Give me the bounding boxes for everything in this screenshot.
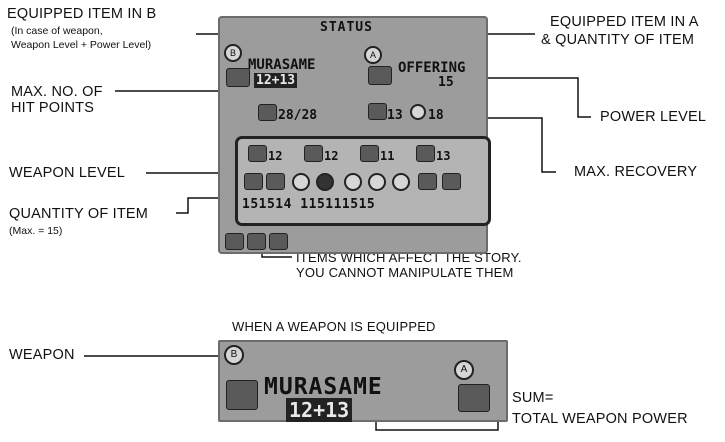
item-icon — [392, 173, 410, 191]
weapon-level-2: 12 — [324, 149, 339, 163]
b-badge: B — [224, 345, 244, 365]
label-story-2: YOU CANNOT MANIPULATE THEM — [296, 265, 514, 280]
sword-icon — [360, 145, 379, 162]
line-power — [486, 77, 591, 118]
label-max-hp-2: HIT POINTS — [11, 100, 95, 116]
label-power-level: POWER LEVEL — [600, 109, 707, 125]
sword-icon — [416, 145, 435, 162]
label-quantity-max: (Max. = 15) — [9, 225, 63, 237]
sword-icon — [226, 68, 250, 87]
item-icon — [442, 173, 461, 190]
story-item-icon — [225, 233, 244, 250]
label-sum: SUM= — [512, 390, 554, 406]
power-value: 13 — [387, 108, 403, 123]
a-badge: A — [364, 46, 382, 64]
inventory-grid: 12 12 11 13 151514 115111515 — [235, 136, 491, 226]
label-max-hp-1: MAX. NO. OF — [11, 84, 103, 100]
item-icon — [344, 173, 362, 191]
label-quantity: QUANTITY OF ITEM — [9, 206, 149, 222]
label-weapon-level: WEAPON LEVEL — [9, 165, 126, 181]
power-icon — [368, 103, 387, 120]
recovery-icon — [410, 104, 426, 120]
label-weapon: WEAPON — [9, 347, 75, 363]
label-equipped-b: EQUIPPED ITEM IN B — [7, 6, 157, 22]
item-icon — [316, 173, 334, 191]
label-equipped-a-2: & QUANTITY OF ITEM — [541, 32, 695, 48]
item-pot-icon — [368, 66, 392, 85]
a-badge: A — [454, 360, 474, 380]
sword-icon — [304, 145, 323, 162]
a-item-name: OFFERING — [398, 60, 466, 76]
item-icon — [368, 173, 386, 191]
label-equipped-b-note-1: (In case of weapon, — [11, 25, 103, 37]
weapon-level-4: 13 — [436, 149, 451, 163]
heart-icon — [258, 104, 277, 121]
label-when-equipped: WHEN A WEAPON IS EQUIPPED — [232, 319, 436, 334]
item-icon — [292, 173, 310, 191]
recovery-value: 18 — [428, 108, 444, 123]
equipped-weapon-screen: B MURASAME 12+13 A — [218, 340, 508, 422]
a-item-quantity: 15 — [438, 75, 454, 90]
item-quantities: 151514 115111515 — [242, 197, 376, 212]
weapon-name-large: MURASAME — [264, 374, 383, 400]
label-total-weapon-power: TOTAL WEAPON POWER — [512, 411, 688, 427]
b-badge: B — [224, 44, 242, 62]
weapon-name: MURASAME — [248, 57, 316, 73]
weapon-level-1: 12 — [268, 149, 283, 163]
sword-icon — [226, 380, 258, 410]
label-max-recovery: MAX. RECOVERY — [574, 164, 698, 180]
weapon-stats-large: 12+13 — [286, 398, 353, 422]
weapon-level-3: 11 — [380, 149, 395, 163]
item-pot-icon — [244, 173, 263, 190]
weapon-stats: 12+13 — [254, 73, 298, 88]
story-item-icon — [247, 233, 266, 250]
status-title: STATUS — [320, 20, 373, 35]
item-pot-icon — [458, 384, 490, 412]
label-equipped-b-note-2: Weapon Level + Power Level) — [11, 39, 152, 51]
label-equipped-a-1: EQUIPPED ITEM IN A — [550, 14, 699, 30]
item-icon — [418, 173, 437, 190]
story-item-icon — [269, 233, 288, 250]
hp-value: 28/28 — [278, 108, 318, 123]
sword-icon — [248, 145, 267, 162]
item-pot-icon — [266, 173, 285, 190]
